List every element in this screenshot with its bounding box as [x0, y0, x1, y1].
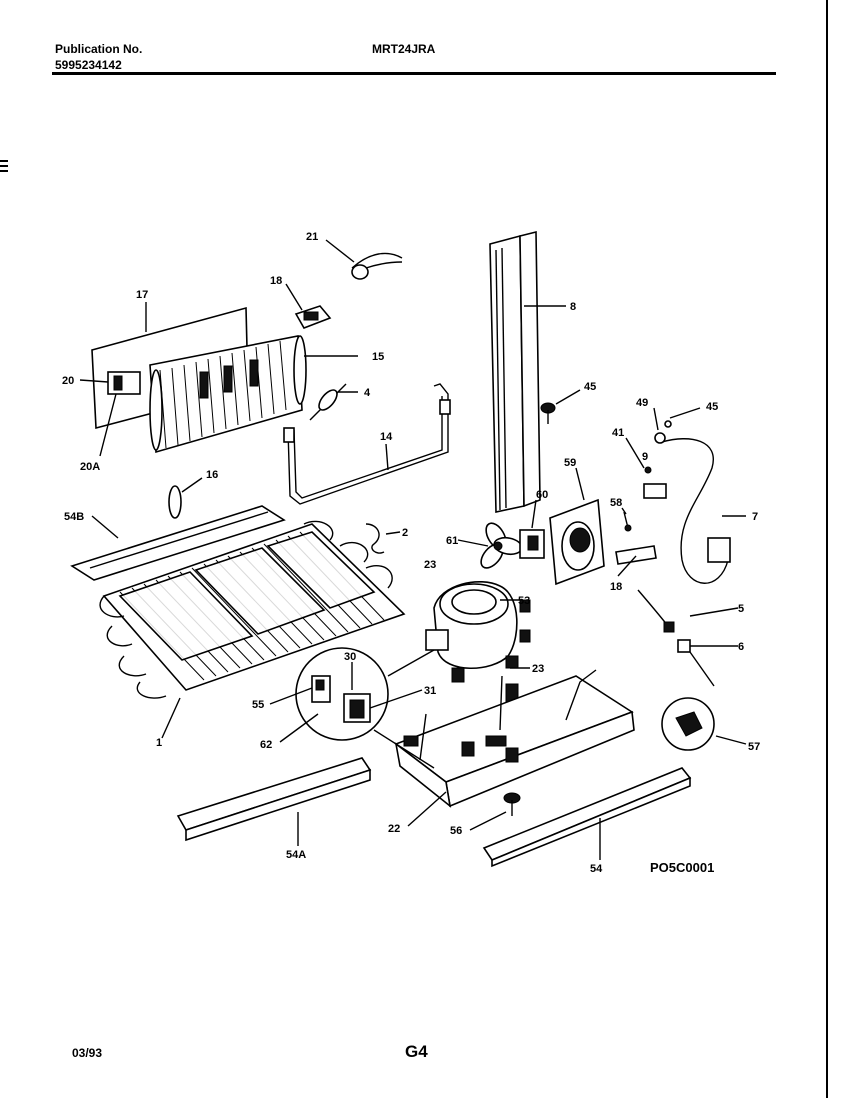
callout-54: 54	[590, 863, 603, 875]
callout-4: 4	[364, 387, 371, 399]
callout-labels: 21 18 17 15 20 4 45 14 20A 16 49 41 9 7 …	[62, 231, 760, 875]
page-edge-marks	[0, 160, 8, 178]
part-4-drier	[309, 383, 347, 421]
diagram-code: PO5C0001	[650, 860, 714, 875]
rail-54	[482, 767, 692, 868]
relay-detail-circle	[295, 647, 435, 769]
callout-18-top: 18	[270, 275, 282, 287]
part-9	[644, 466, 652, 474]
tube-18	[615, 545, 657, 565]
callout-1: 1	[156, 737, 162, 749]
bolt-56	[503, 792, 521, 816]
callout-45-right: 45	[706, 401, 718, 413]
callout-7: 7	[752, 511, 758, 523]
callout-20: 20	[62, 375, 74, 387]
model-number: MRT24JRA	[372, 42, 436, 56]
part-21-wire	[351, 252, 403, 280]
condenser-bracket-20	[107, 371, 141, 395]
evaporator-1	[99, 520, 406, 699]
leader-lines	[79, 239, 747, 860]
callout-15: 15	[372, 351, 384, 363]
callout-62: 62	[260, 739, 272, 751]
base-frame-22	[394, 669, 635, 808]
callout-5: 5	[738, 603, 744, 615]
channel-8	[489, 230, 541, 513]
callout-60: 60	[536, 489, 548, 501]
callout-57: 57	[748, 741, 760, 753]
callout-41: 41	[612, 427, 624, 439]
screw-16	[168, 485, 182, 519]
callout-20A: 20A	[80, 461, 100, 473]
wire-5-6	[637, 589, 715, 687]
callout-49: 49	[636, 397, 648, 409]
fan-61	[480, 522, 523, 569]
callout-2: 2	[402, 527, 408, 539]
footer-date: 03/93	[72, 1046, 103, 1060]
page-number: G4	[405, 1042, 428, 1061]
callout-16: 16	[206, 469, 218, 481]
screw-45	[540, 402, 556, 424]
callout-61: 61	[446, 535, 458, 547]
part-18-clip	[294, 305, 332, 329]
callout-58: 58	[610, 497, 622, 509]
callout-8: 8	[570, 301, 576, 313]
screw-58	[623, 511, 632, 532]
header-rule	[52, 72, 776, 75]
callout-45-left: 45	[584, 381, 596, 393]
bracket-54B	[70, 505, 286, 581]
publication-label: Publication No.	[55, 42, 143, 56]
callout-6: 6	[738, 641, 744, 653]
callout-23-top: 23	[424, 559, 436, 571]
callout-21: 21	[306, 231, 318, 243]
callout-23-mid: 23	[532, 663, 544, 675]
callout-18-right: 18	[610, 581, 622, 593]
compressor	[425, 581, 531, 703]
callout-55: 55	[252, 699, 264, 711]
condenser-panel	[91, 306, 307, 454]
callout-53: 53	[518, 595, 530, 607]
fan-motor-60	[519, 529, 545, 559]
callout-22: 22	[388, 823, 400, 835]
tube-14	[283, 383, 451, 505]
grommet-57	[661, 697, 715, 751]
fan-shroud-59	[549, 498, 605, 586]
rail-54A	[176, 757, 372, 842]
callout-14: 14	[380, 431, 393, 443]
callout-17: 17	[136, 289, 148, 301]
page-edge-line	[826, 0, 828, 1098]
callout-59: 59	[564, 457, 576, 469]
callout-54B: 54B	[64, 511, 84, 523]
publication-number: 5995234142	[55, 58, 122, 72]
callout-56: 56	[450, 825, 462, 837]
clip-2	[365, 523, 385, 554]
callout-54A: 54A	[286, 849, 306, 861]
power-cord-7	[643, 420, 731, 584]
callout-30: 30	[344, 651, 356, 663]
callout-9: 9	[642, 451, 648, 463]
callout-31: 31	[424, 685, 436, 697]
